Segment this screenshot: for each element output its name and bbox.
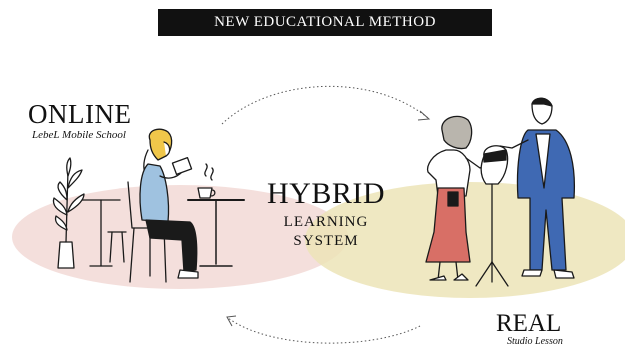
learning-text: LEARNING <box>283 214 369 230</box>
online-label: ONLINE <box>28 99 132 129</box>
online-subtitle: LebeL Mobile School <box>32 129 126 141</box>
real-subtitle: Studio Lesson <box>507 336 563 347</box>
system-text: SYSTEM <box>293 233 359 249</box>
top-arrowhead-icon <box>417 110 431 121</box>
bottom-cycle-arrow <box>227 317 421 344</box>
online-illustration <box>52 128 245 283</box>
banner-text: NEW EDUCATIONAL METHOD <box>214 14 436 30</box>
real-illustration <box>425 97 576 287</box>
hybrid-heading: HYBRID <box>266 177 385 210</box>
real-label: REAL <box>496 310 562 337</box>
title-banner: NEW EDUCATIONAL METHOD <box>158 9 492 36</box>
bottom-arrowhead-icon <box>226 315 237 327</box>
top-cycle-arrow <box>221 85 429 125</box>
